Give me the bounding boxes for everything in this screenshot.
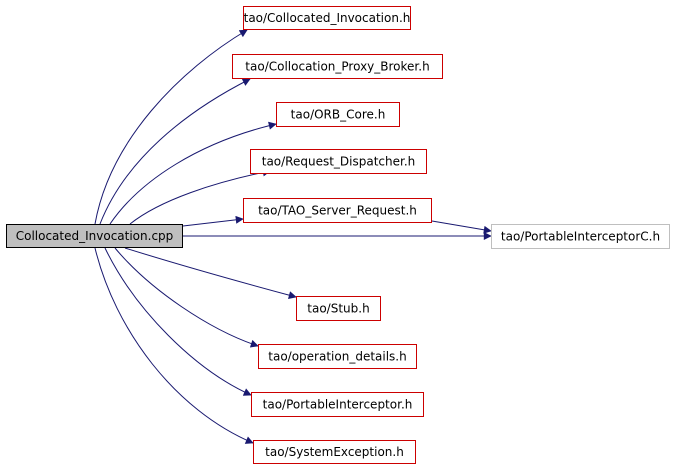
edge-to-operation-details-h — [114, 247, 259, 348]
node-collocation-proxy-broker-h[interactable]: tao/Collocation_Proxy_Broker.h — [232, 54, 443, 79]
node-portable-interceptor-c-h[interactable]: tao/PortableInterceptorC.h — [491, 224, 670, 249]
source-node-collocated-invocation-cpp[interactable]: Collocated_Invocation.cpp — [6, 224, 183, 248]
node-collocated-invocation-h[interactable]: tao/Collocated_Invocation.h — [243, 6, 411, 30]
node-label: tao/Collocation_Proxy_Broker.h — [245, 60, 429, 74]
node-system-exception-h[interactable]: tao/SystemException.h — [253, 440, 416, 464]
node-operation-details-h[interactable]: tao/operation_details.h — [258, 344, 417, 369]
edge-to-system-exception-h — [94, 247, 254, 444]
node-request-dispatcher-h[interactable]: tao/Request_Dispatcher.h — [250, 149, 427, 174]
edge-server-request-to-portable-interceptor-c-h — [431, 220, 492, 234]
node-tao-server-request-h[interactable]: tao/TAO_Server_Request.h — [243, 198, 432, 223]
node-label: tao/operation_details.h — [268, 350, 406, 364]
edge-to-request-dispatcher-h — [129, 168, 271, 225]
node-label: tao/TAO_Server_Request.h — [258, 204, 417, 218]
edge-to-stub-h — [124, 247, 297, 300]
node-portable-interceptor-h[interactable]: tao/PortableInterceptor.h — [251, 392, 424, 417]
node-label: tao/Collocated_Invocation.h — [244, 11, 411, 25]
node-label: tao/PortableInterceptor.h — [263, 398, 413, 412]
node-label: tao/PortableInterceptorC.h — [501, 230, 660, 244]
node-orb-core-h[interactable]: tao/ORB_Core.h — [276, 102, 400, 127]
node-label: tao/Stub.h — [307, 302, 369, 316]
node-label: tao/SystemException.h — [265, 445, 404, 459]
edge-to-portable-interceptor-h — [104, 247, 252, 396]
node-label: tao/ORB_Core.h — [291, 108, 386, 122]
edge-to-orb-core-h — [109, 121, 277, 225]
edge-to-tao-server-request-h — [182, 215, 244, 227]
node-label: tao/Request_Dispatcher.h — [262, 155, 416, 169]
source-node-label: Collocated_Invocation.cpp — [16, 229, 174, 243]
node-stub-h[interactable]: tao/Stub.h — [296, 296, 381, 321]
edge-to-collocation-proxy-broker-h — [99, 78, 251, 225]
edge-to-collocated-invocation-h — [94, 29, 248, 225]
